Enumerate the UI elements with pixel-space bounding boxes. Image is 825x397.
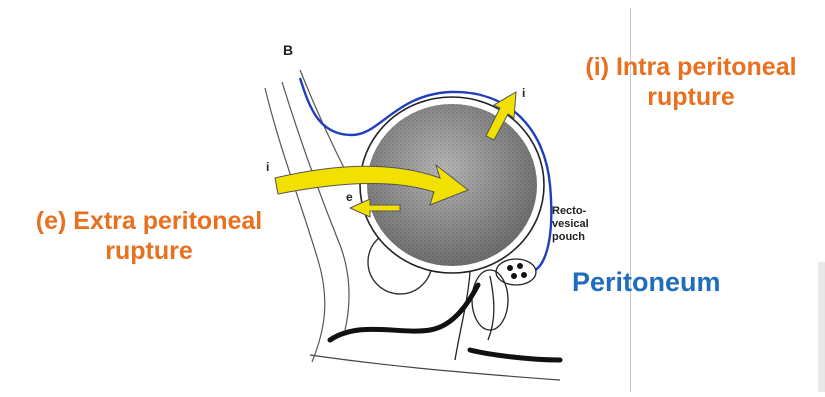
intra-line-2: rupture bbox=[556, 82, 825, 112]
intra-line-1: (i) Intra peritoneal bbox=[556, 52, 825, 82]
rectovesical-pouch-label: Recto- vesical pouch bbox=[552, 205, 589, 245]
extra-line-1: (e) Extra peritoneal bbox=[14, 206, 284, 236]
extra-peritoneal-label: (e) Extra peritoneal rupture bbox=[14, 206, 284, 266]
arrow-i-small-label: i bbox=[522, 86, 525, 100]
right-edge-panel bbox=[818, 262, 825, 392]
pouch-line-3: pouch bbox=[552, 231, 589, 244]
intra-peritoneal-label: (i) Intra peritoneal rupture bbox=[556, 52, 825, 112]
peritoneum-label: Peritoneum bbox=[572, 266, 721, 298]
panel-letter: B bbox=[283, 42, 293, 59]
pouch-line-1: Recto- bbox=[552, 205, 589, 218]
urethra-lines bbox=[330, 285, 560, 360]
arrow-e-label: e bbox=[346, 190, 353, 204]
extra-line-2: rupture bbox=[14, 236, 284, 266]
arrow-i-label: i bbox=[266, 160, 269, 174]
pouch-line-2: vesical bbox=[552, 218, 589, 231]
